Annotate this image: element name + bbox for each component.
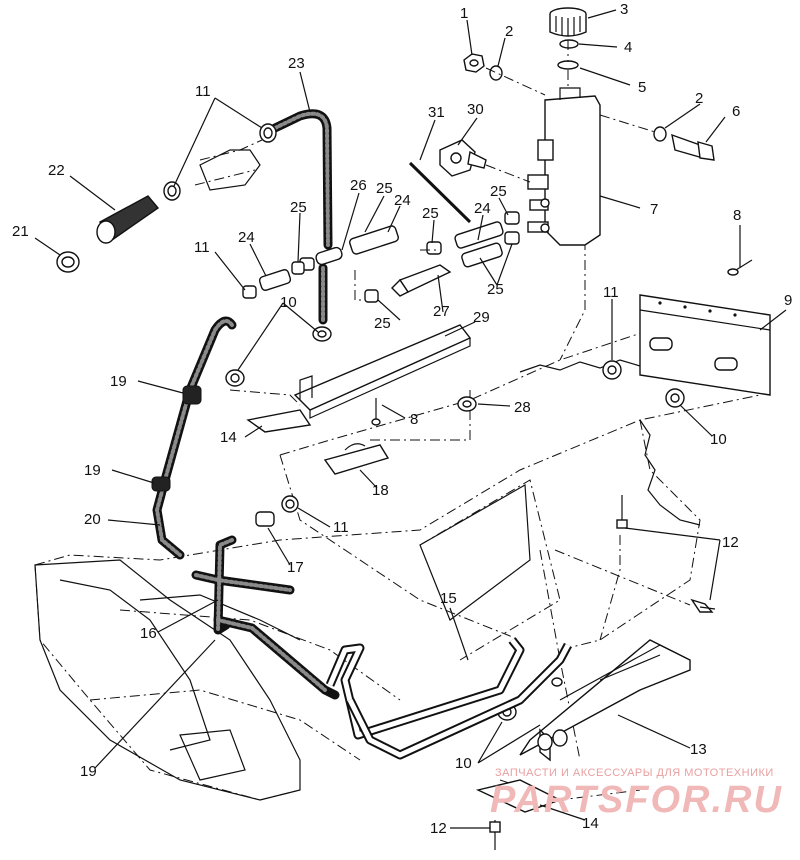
callout-19: 19 bbox=[80, 763, 97, 780]
grommet-28 bbox=[457, 396, 477, 412]
coolant-reservoir bbox=[527, 87, 601, 246]
callout-2: 2 bbox=[695, 90, 703, 107]
callout-1: 1 bbox=[460, 5, 468, 22]
callout-11: 11 bbox=[603, 284, 619, 301]
clamp-10b bbox=[312, 326, 332, 342]
tunnel-plate-9 bbox=[639, 294, 771, 396]
callout-28: 28 bbox=[514, 399, 531, 416]
clamp-10a bbox=[225, 369, 245, 387]
rivet-8a bbox=[727, 259, 753, 276]
callout-4: 4 bbox=[624, 39, 632, 56]
callout-23: 23 bbox=[288, 55, 305, 72]
callout-25: 25 bbox=[490, 183, 507, 200]
callout-3: 3 bbox=[620, 1, 628, 18]
callout-29: 29 bbox=[473, 309, 490, 326]
bulkhead-panel bbox=[419, 484, 531, 621]
callout-8: 8 bbox=[410, 411, 418, 428]
washer-2b bbox=[653, 126, 667, 142]
callout-17: 17 bbox=[287, 559, 304, 576]
filler-seal bbox=[557, 60, 579, 70]
callout-13: 13 bbox=[690, 741, 707, 758]
callout-24: 24 bbox=[394, 192, 411, 209]
sleeve-19a bbox=[182, 385, 202, 405]
callout-11: 11 bbox=[333, 519, 349, 536]
sleeve-19b bbox=[151, 476, 171, 492]
callout-26: 26 bbox=[350, 177, 367, 194]
clamp-10c bbox=[602, 360, 622, 380]
callout-19: 19 bbox=[110, 373, 127, 390]
watermark-brand: PARTSFOR.RU bbox=[490, 779, 783, 821]
rivet-12b bbox=[489, 820, 501, 850]
fittings-center bbox=[242, 211, 520, 303]
callout-labels: 1 2 3 4 5 2 6 7 8 9 11 23 22 21 31 30 26… bbox=[12, 1, 792, 837]
callout-22: 22 bbox=[48, 162, 65, 179]
callout-31: 31 bbox=[428, 104, 445, 121]
bracket-14b bbox=[475, 779, 562, 813]
hose-clamp-11a bbox=[259, 123, 277, 143]
callout-5: 5 bbox=[638, 79, 646, 96]
heat-exchanger-13 bbox=[519, 639, 691, 762]
callout-14: 14 bbox=[220, 429, 237, 446]
rivet-12a bbox=[616, 495, 716, 613]
bolt-6 bbox=[671, 133, 715, 161]
callout-25: 25 bbox=[376, 180, 393, 197]
callout-11: 11 bbox=[195, 83, 211, 100]
cap-gasket bbox=[559, 39, 579, 49]
callout-7: 7 bbox=[650, 201, 658, 218]
callout-21: 21 bbox=[12, 223, 29, 240]
footrest-assembly bbox=[34, 559, 301, 801]
callout-19: 19 bbox=[84, 462, 101, 479]
washer-2 bbox=[489, 65, 503, 81]
callout-12: 12 bbox=[722, 534, 739, 551]
reservoir-cap bbox=[549, 7, 587, 37]
callout-10: 10 bbox=[455, 755, 472, 772]
callout-11: 11 bbox=[194, 239, 210, 256]
callout-18: 18 bbox=[372, 482, 389, 499]
hose-23 bbox=[270, 109, 333, 250]
callout-24: 24 bbox=[238, 229, 255, 246]
watermark: ЗАПЧАСТИ И АКСЕССУАРЫ ДЛЯ МОТОТЕХНИКИ PA… bbox=[490, 767, 783, 821]
hose-clamp-11d bbox=[281, 495, 299, 513]
callout-14: 14 bbox=[582, 815, 599, 832]
callout-25: 25 bbox=[487, 281, 504, 298]
leader-lines bbox=[34, 9, 787, 829]
bracket-18 bbox=[323, 443, 390, 475]
callout-8: 8 bbox=[733, 207, 741, 224]
hose-15 bbox=[325, 637, 572, 760]
callout-25: 25 bbox=[422, 205, 439, 222]
hose-clamp-11b bbox=[163, 181, 181, 201]
callout-25: 25 bbox=[374, 315, 391, 332]
callout-2: 2 bbox=[505, 23, 513, 40]
callout-30: 30 bbox=[467, 101, 484, 118]
watermark-caption: ЗАПЧАСТИ И АКСЕССУАРЫ ДЛЯ МОТОТЕХНИКИ bbox=[495, 767, 774, 779]
nut-1 bbox=[463, 53, 485, 73]
callout-27: 27 bbox=[433, 303, 450, 320]
plug-21 bbox=[56, 251, 80, 273]
hose-20 bbox=[152, 316, 237, 560]
callout-6: 6 bbox=[732, 103, 740, 120]
clamp-10d bbox=[665, 388, 685, 408]
rivet-8b bbox=[371, 398, 381, 426]
callout-12: 12 bbox=[430, 820, 447, 837]
filler-neck-22 bbox=[96, 195, 160, 244]
callout-9: 9 bbox=[784, 292, 792, 309]
callout-20: 20 bbox=[84, 511, 101, 528]
callout-15: 15 bbox=[440, 590, 457, 607]
callout-16: 16 bbox=[140, 625, 157, 642]
connector-17 bbox=[255, 511, 275, 527]
callout-25: 25 bbox=[290, 199, 307, 216]
callout-10: 10 bbox=[710, 431, 727, 448]
elbow-outline bbox=[199, 149, 261, 191]
bracket-30 bbox=[439, 139, 487, 177]
callout-24: 24 bbox=[474, 200, 491, 217]
tee-hose-16 bbox=[191, 535, 340, 700]
bracket-29 bbox=[293, 324, 472, 419]
rod-31 bbox=[408, 161, 472, 224]
callout-10: 10 bbox=[280, 294, 297, 311]
